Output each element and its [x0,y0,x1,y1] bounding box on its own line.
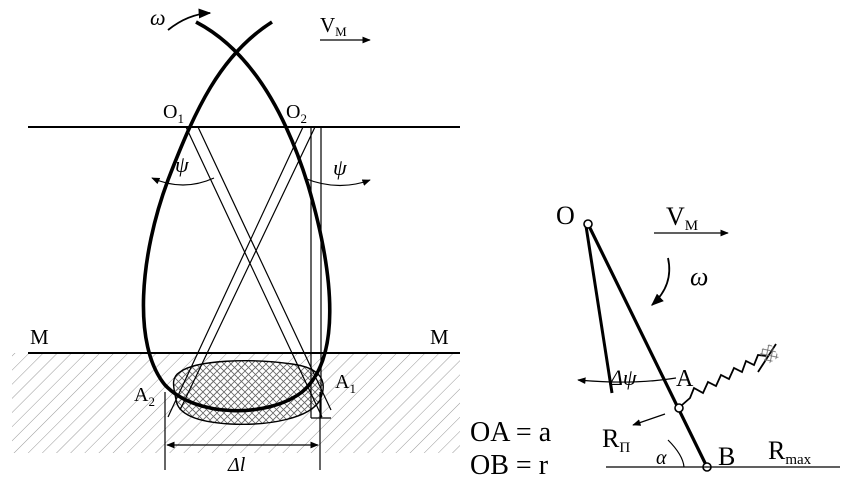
ob-equation: OB = r [470,450,549,481]
point-a-spring [674,403,684,413]
omega-label-right: ω [690,262,708,291]
pivot-o [583,219,593,229]
label-b: B [718,442,735,471]
left-figure: ω VМ O1 O2 ψ ψ М М A2 A1 Δl [12,5,460,476]
rod-ob [586,223,709,468]
psi-arc-right [303,177,371,187]
rmax-label: Rmax [768,436,812,468]
label-a: A [676,366,694,392]
a1-label: A1 [335,371,356,396]
delta-l-label: Δl [227,454,246,476]
o1-label: O1 [163,101,184,126]
rods [167,126,332,419]
vm-label-right: VМ [666,202,698,234]
delta-psi-label: Δψ [609,365,637,390]
m-label-left: М [30,325,49,349]
m-label-right: М [430,325,449,349]
spring-anchor-hatch [758,343,780,365]
rp-arrow [632,413,666,426]
trajectory-loop [141,20,332,413]
delta-psi-arc [577,377,677,385]
alpha-label: α [656,447,667,469]
psi-arc-left [151,177,215,186]
label-o: O [556,201,575,230]
oa-equation: OA = a [470,417,552,448]
psi-label-left: ψ [175,152,189,177]
omega-arrow-left [167,8,212,31]
rod-deflected [584,225,614,394]
omega-arrow-right [651,257,671,306]
spring [681,354,767,406]
a2-label: A2 [134,384,155,409]
psi-label-right: ψ [333,155,347,180]
vm-label-left: VМ [320,13,347,39]
alpha-arc [667,439,685,468]
rp-label: RП [602,424,630,456]
omega-label-left: ω [150,5,166,30]
o2-label: O2 [286,101,307,126]
right-figure: O VМ ω Δψ A OA = a OB = r RП α B Rmax [470,201,840,481]
